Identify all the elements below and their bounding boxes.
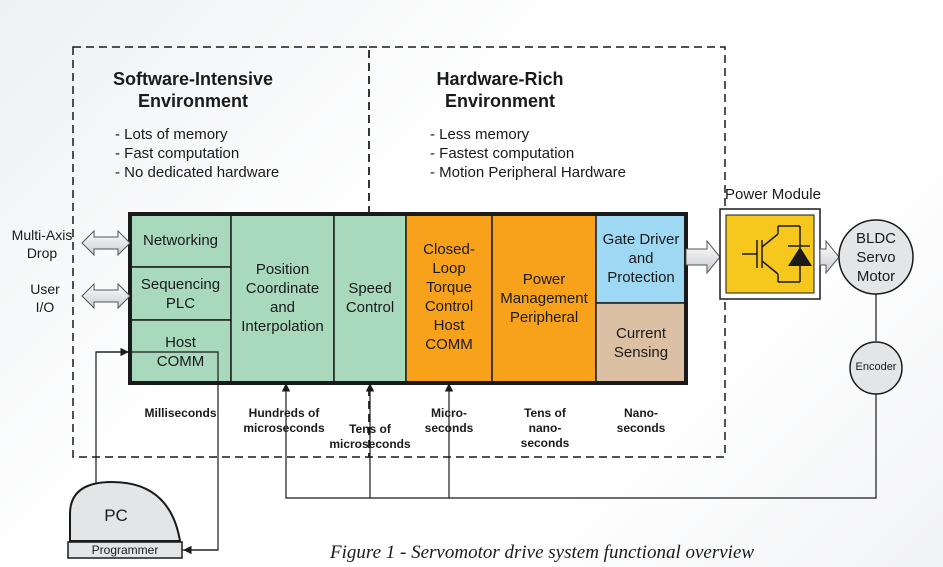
encoder-feedback-line <box>281 383 877 499</box>
timescale-micro: Micro- seconds <box>424 406 474 435</box>
gate-driver-block <box>595 213 687 304</box>
power-to-motor-arrow <box>819 239 840 275</box>
pc-label: PC <box>104 506 128 525</box>
processor-outline <box>128 212 688 385</box>
power-module-label: Power Module <box>725 186 821 203</box>
power-mgmt-block <box>491 213 597 384</box>
timescale-milliseconds: Milliseconds <box>144 406 217 420</box>
software-env-bullets: - Lots of memory - Fast computation - No… <box>115 126 280 181</box>
gate-to-power-arrow <box>685 239 721 275</box>
figure-caption: Figure 1 - Servomotor drive system funct… <box>330 542 755 563</box>
user-io-arrow <box>81 282 131 310</box>
speed-label: Speed Control <box>345 280 395 316</box>
diode-icon <box>788 247 812 266</box>
software-env-title: Software-Intensive Environment <box>112 69 274 111</box>
user-io-label: User I/O <box>30 281 60 315</box>
encoder-label: Encoder <box>855 361 897 373</box>
programmer-box <box>67 541 183 559</box>
current-sensing-block <box>595 302 687 384</box>
motor-label: BLDC Servo Motor <box>855 230 896 285</box>
current-sensing-label: Current Sensing <box>613 325 669 361</box>
position-label: Position Coordinate and Interpolation <box>241 261 324 335</box>
timescale-hundreds-us: Hundreds of microseconds <box>243 406 325 435</box>
pc-monitor <box>69 480 182 542</box>
torque-label: Closed- Loop Torque Control Host COMM <box>423 241 475 353</box>
sequencing-label: Sequencing PLC <box>140 276 221 312</box>
hardware-env-title: Hardware-Rich Environment <box>436 69 564 111</box>
power-mgmt-label: Power Management Peripheral <box>500 271 588 326</box>
networking-label: Networking <box>142 232 219 249</box>
gate-driver-label: Gate Driver and Protection <box>602 231 680 286</box>
hardware-env-bullets: - Less memory - Fastest computation - Mo… <box>430 126 626 181</box>
programmer-label: Programmer <box>91 543 159 557</box>
multi-axis-arrow <box>81 229 131 257</box>
multi-axis-label: Multi-Axis Drop <box>11 227 73 261</box>
timescale-nano: Nano- seconds <box>616 406 666 435</box>
host-comm-label: Host COMM <box>156 334 205 370</box>
torque-block <box>405 213 493 384</box>
timescale-tens-ns: Tens of nano- seconds <box>520 406 570 450</box>
timescale-tens-us: Tens of microseconds <box>329 422 411 451</box>
